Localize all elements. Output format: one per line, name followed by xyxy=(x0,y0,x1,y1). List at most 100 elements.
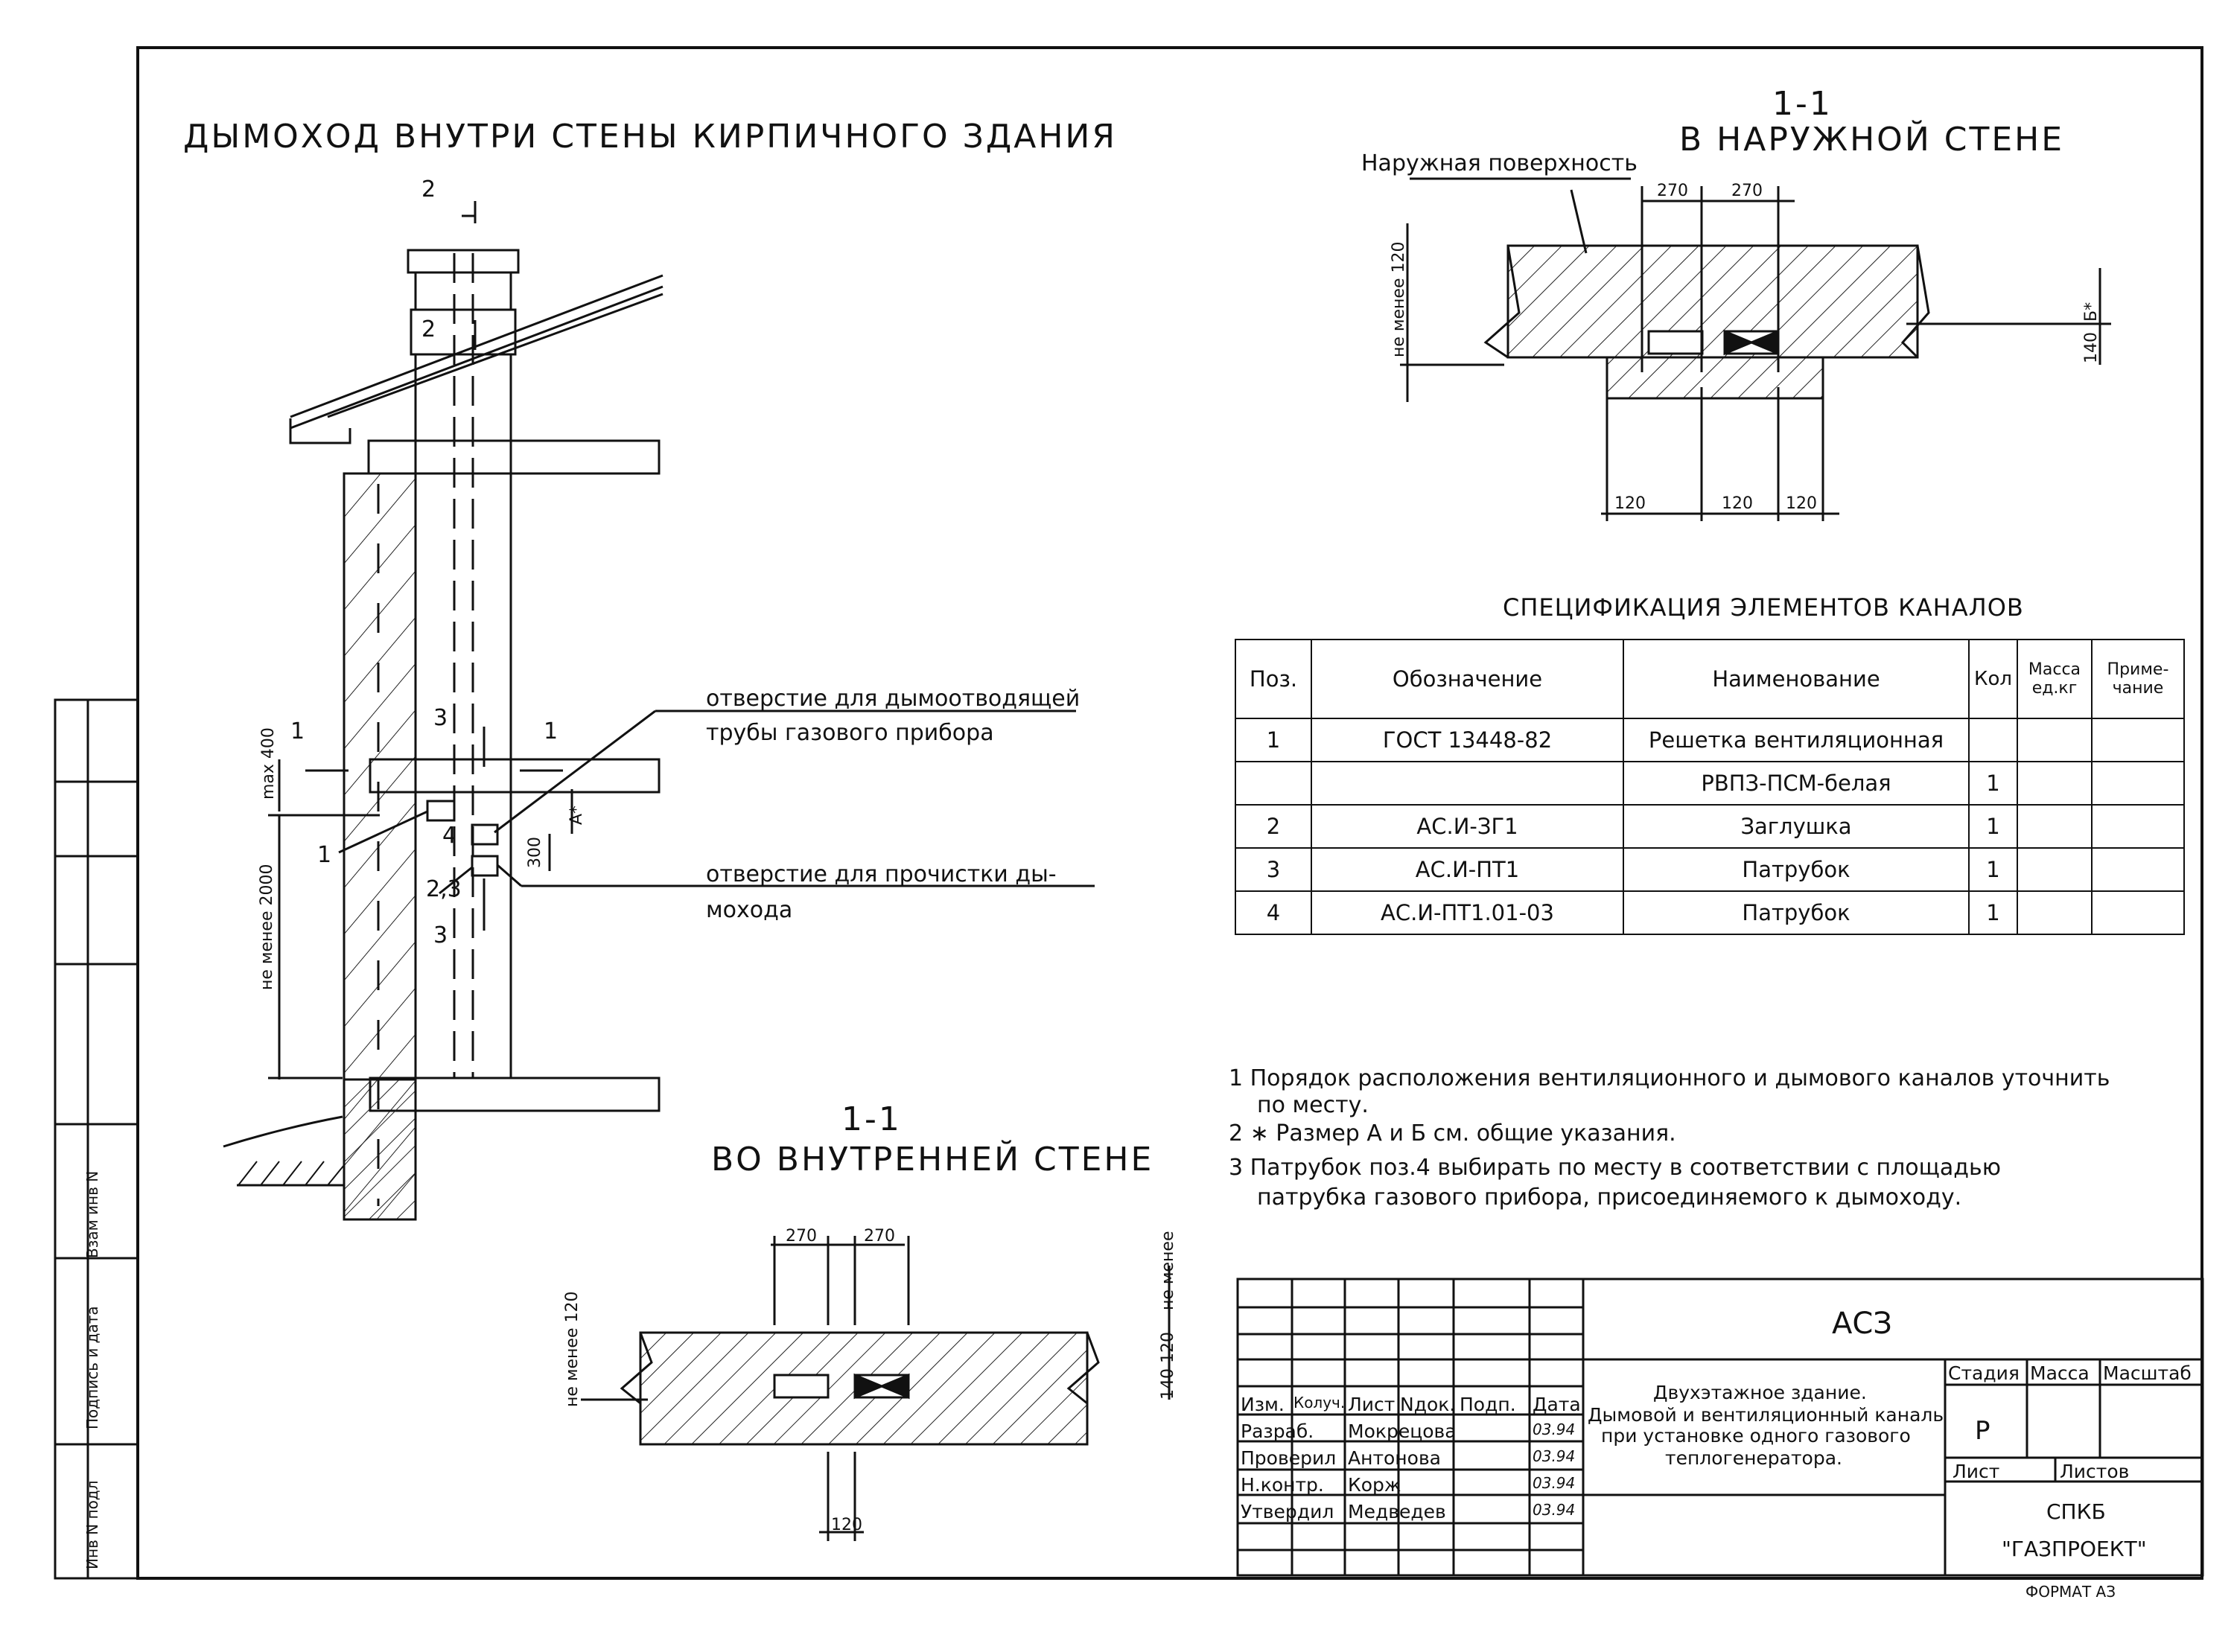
cell: 3 xyxy=(1235,847,1312,892)
note-1a: 1 Порядок расположения вентиляционного и… xyxy=(1229,1065,2110,1091)
cell: 1 xyxy=(1968,804,2018,849)
table-row: РВПЗ-ПСМ-белая 1 xyxy=(1235,761,2185,806)
outer-dim-min120: не менее 120 xyxy=(1390,241,1408,357)
side-stamp-podp: Подпись и дата xyxy=(83,1306,101,1429)
stamp-date-4: 03.94 xyxy=(1533,1501,1576,1519)
stamp-desc-3: при установке одного газового xyxy=(1601,1425,1911,1447)
stamp-massa-header: Масса xyxy=(2030,1362,2090,1384)
stamp-role-4: Утвердил xyxy=(1241,1501,1334,1522)
outer-dim-120-a: 120 xyxy=(1614,494,1646,513)
main-title: ДЫМОХОД ВНУТРИ СТЕНЫ КИРПИЧНОГО ЗДАНИЯ xyxy=(183,118,1117,156)
stamp-name-3: Корж xyxy=(1348,1474,1401,1496)
cell: 4 xyxy=(1235,890,1312,935)
position-23-label: 2,3 xyxy=(426,876,462,902)
dim-300: 300 xyxy=(526,837,544,868)
cell xyxy=(2016,847,2093,892)
cell xyxy=(2016,890,2093,935)
inner-section-number: 1-1 xyxy=(841,1100,902,1138)
cell xyxy=(2090,847,2185,892)
stamp-date-2: 03.94 xyxy=(1533,1447,1576,1465)
cell: АС.И-ЗГ1 xyxy=(1311,804,1624,849)
cell: Патрубок xyxy=(1623,890,1970,935)
stamp-role-1: Разраб. xyxy=(1241,1420,1314,1442)
stamp-col-ndok: Nдок. xyxy=(1400,1394,1456,1415)
cell xyxy=(2090,761,2185,806)
cell: 1 xyxy=(1235,718,1312,762)
note-3b: патрубка газового прибора, присоединяемо… xyxy=(1257,1184,1962,1211)
clean-hole-label-2: мохода xyxy=(706,897,793,923)
outer-dim-b-star: Б* xyxy=(2082,302,2101,322)
inner-dim-270-a: 270 xyxy=(786,1227,817,1246)
flue-hole-label-1: отверстие для дымоотводящей xyxy=(706,686,1081,712)
stamp-listov-header: Листов xyxy=(2060,1461,2130,1482)
dim-a-star: А* xyxy=(567,805,586,825)
inner-section-title: ВО ВНУТРЕННЕЙ СТЕНЕ xyxy=(711,1141,1154,1179)
stamp-desc-1: Двухэтажное здание. xyxy=(1653,1382,1867,1403)
note-2: 2 ∗ Размер А и Б см. общие указания. xyxy=(1229,1120,1676,1146)
position-4-label: 4 xyxy=(442,823,457,849)
col-header-designation: Обозначение xyxy=(1311,639,1624,719)
col-header-name: Наименование xyxy=(1623,639,1970,719)
cell: Патрубок xyxy=(1623,847,1970,892)
stamp-role-2: Проверил xyxy=(1241,1447,1337,1469)
outer-section-number: 1-1 xyxy=(1772,85,1833,123)
stamp-org-2: "ГАЗПРОЕКТ" xyxy=(2002,1537,2147,1561)
cell xyxy=(2090,804,2185,849)
side-stamp-vzam: Взам инв N xyxy=(83,1170,101,1258)
cell: Решетка вентиляционная xyxy=(1623,718,1970,762)
stamp-name-1: Мокрецова xyxy=(1348,1420,1457,1442)
inner-dim-120: 120 xyxy=(831,1516,862,1534)
cell: АС.И-ПТ1 xyxy=(1311,847,1624,892)
stamp-date-1: 03.94 xyxy=(1533,1420,1576,1438)
table-row: 1 ГОСТ 13448-82 Решетка вентиляционная xyxy=(1235,718,2185,762)
cut-mark-1-right: 1 xyxy=(544,718,558,744)
stamp-role-3: Н.контр. xyxy=(1241,1474,1324,1496)
format-label: ФОРМАТ АЗ xyxy=(2025,1583,2116,1601)
specification-table: Поз. Обозначение Наименование Кол Масса … xyxy=(1235,639,2185,935)
stamp-org-1: СПКБ xyxy=(2046,1499,2106,1524)
col-header-mass: Масса ед.кг xyxy=(2016,639,2093,719)
stamp-col-data: Дата xyxy=(1533,1394,1581,1415)
dim-max400: max 400 xyxy=(259,727,278,800)
outer-dim-270-a: 270 xyxy=(1657,182,1688,200)
table-row: 2 АС.И-ЗГ1 Заглушка 1 xyxy=(1235,804,2185,849)
drawing-code: АСЗ xyxy=(1832,1307,1892,1341)
cell xyxy=(2016,761,2093,806)
outer-dim-120-b: 120 xyxy=(1722,494,1753,513)
cell: РВПЗ-ПСМ-белая xyxy=(1623,761,1970,806)
stamp-date-3: 03.94 xyxy=(1533,1474,1576,1492)
table-row: 3 АС.И-ПТ1 Патрубок 1 xyxy=(1235,847,2185,892)
cut-mark-3-bottom: 3 xyxy=(433,922,448,948)
inner-dim-min120-left: не менее 120 xyxy=(563,1291,582,1407)
stamp-name-2: Антонова xyxy=(1348,1447,1441,1469)
table-header-row: Поз. Обозначение Наименование Кол Масса … xyxy=(1235,639,2185,719)
note-3a: 3 Патрубок поз.4 выбирать по месту в соо… xyxy=(1229,1155,2001,1181)
inner-dim-140-120: 140 120 xyxy=(1159,1332,1177,1400)
cell: ГОСТ 13448-82 xyxy=(1311,718,1624,762)
cut-mark-2-mid: 2 xyxy=(421,316,436,342)
stamp-list-header: Лист xyxy=(1953,1461,2000,1482)
stamp-desc-4: теплогенератора. xyxy=(1665,1447,1842,1469)
cell: 1 xyxy=(1968,890,2018,935)
col-header-note: Приме-чание xyxy=(2090,639,2185,719)
stamp-col-koluch: Колуч. xyxy=(1293,1394,1346,1412)
cell: Заглушка xyxy=(1623,804,1970,849)
outer-surface-label: Наружная поверхность xyxy=(1361,150,1638,176)
col-header-pos: Поз. xyxy=(1235,639,1312,719)
cut-mark-3-top: 3 xyxy=(433,705,448,731)
cell: 2 xyxy=(1235,804,1312,849)
outer-wall-plan xyxy=(1400,177,2111,521)
side-stamp-frame xyxy=(54,698,139,1580)
stamp-desc-2: Дымовой и вентиляционный каналы xyxy=(1588,1404,1948,1426)
cell xyxy=(2090,890,2185,935)
outer-dim-140: 140 xyxy=(2082,332,2101,363)
spec-title: СПЕЦИФИКАЦИЯ ЭЛЕМЕНТОВ КАНАЛОВ xyxy=(1503,593,2024,622)
cut-mark-2-top: 2 xyxy=(421,176,436,202)
stamp-stadia-header: Стадия xyxy=(1948,1362,2020,1384)
stamp-col-izm: Изм. xyxy=(1241,1394,1285,1415)
cell: АС.И-ПТ1.01-03 xyxy=(1311,890,1624,935)
cell xyxy=(1311,761,1624,806)
cell xyxy=(1235,761,1312,806)
stamp-name-4: Медведев xyxy=(1348,1501,1446,1522)
